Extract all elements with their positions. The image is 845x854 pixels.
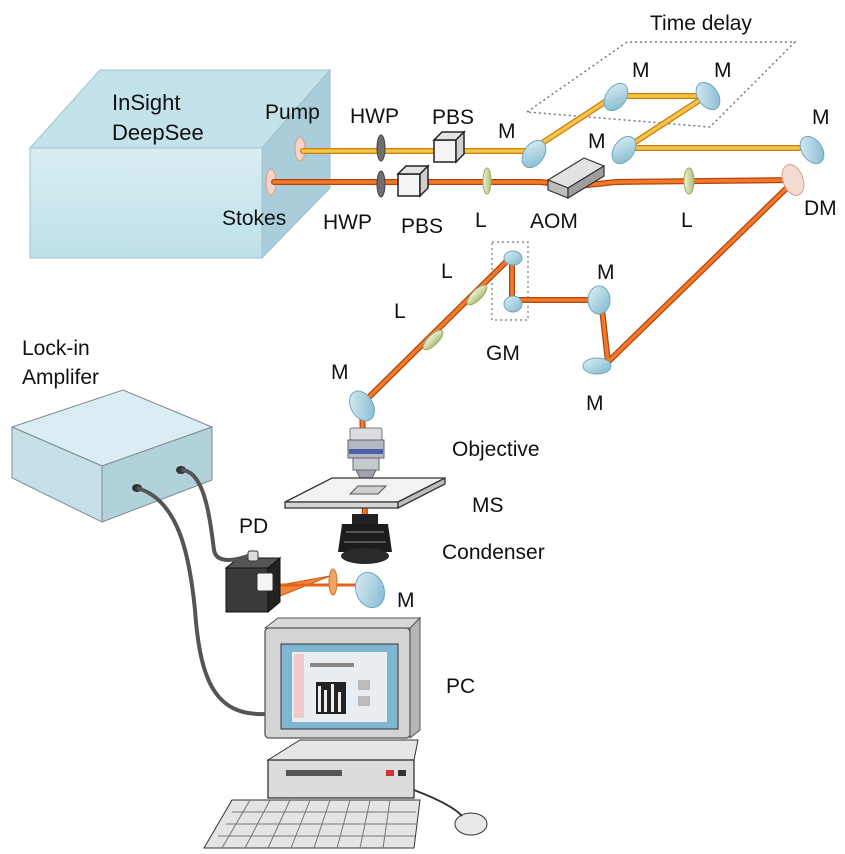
scan-lens-1 — [466, 284, 488, 306]
mirror-bottom-right — [582, 357, 612, 375]
laser-source: InSight DeepSee Pump Stokes — [28, 68, 332, 260]
pc — [203, 616, 488, 849]
microscope-stage — [284, 476, 446, 510]
mirror-delay-1 — [603, 82, 629, 112]
galvo-mirror-2 — [503, 295, 523, 313]
mirror-delay-in — [521, 139, 547, 169]
cable-pc — [136, 486, 266, 717]
gm-label: GM — [486, 342, 520, 365]
lens-1-label: L — [475, 209, 487, 232]
galvo-mirror-1 — [503, 250, 523, 266]
pbs-pump — [432, 130, 466, 164]
pump-beam — [300, 93, 811, 154]
lockin-label-line1: Lock-in — [22, 337, 90, 360]
time-delay-label: Time delay — [650, 12, 752, 35]
pd-lens — [328, 568, 338, 596]
mirror-delay-in-label: M — [498, 120, 516, 143]
mirror-delay-out-label: M — [588, 130, 606, 153]
galvo-box — [491, 241, 529, 321]
mirror-right — [799, 135, 825, 165]
lockin-label-line2: Amplifer — [22, 366, 99, 389]
source-name-line2: DeepSee — [112, 120, 204, 145]
scan-lens-2 — [422, 329, 444, 351]
cable-pd — [180, 468, 249, 562]
hwp-pump — [376, 134, 386, 162]
pbs-stokes-label: PBS — [401, 215, 443, 238]
mirror-pd-label: M — [397, 589, 415, 612]
stokes-label: Stokes — [222, 207, 286, 230]
mirror-pd — [354, 571, 386, 609]
lens-2-label: L — [681, 209, 693, 232]
lens-2 — [683, 167, 695, 195]
hwp-pump-label: HWP — [350, 105, 399, 128]
mirror-delay-2 — [695, 81, 721, 111]
objective — [347, 427, 385, 479]
lockin-amplifier — [10, 389, 214, 523]
condenser-label: Condenser — [442, 541, 545, 564]
mirror-delay-2-label: M — [714, 59, 732, 82]
mirror-objective — [349, 390, 375, 422]
mirror-objective-label: M — [331, 361, 349, 384]
mirror-lower-right — [587, 285, 611, 315]
mirror-delay-out — [611, 135, 637, 165]
dm-label: DM — [804, 197, 837, 220]
mirror-lower-right-label: M — [597, 261, 615, 284]
hwp-stokes — [376, 170, 386, 198]
pbs-pump-label: PBS — [432, 106, 474, 129]
time-delay-box — [524, 41, 797, 128]
hwp-stokes-label: HWP — [323, 211, 372, 234]
condenser — [338, 514, 392, 564]
dichroic-mirror — [781, 164, 805, 196]
scan-lens-2-label: L — [394, 300, 406, 323]
source-name-line1: InSight — [112, 90, 181, 115]
objective-label: Objective — [452, 438, 540, 461]
aom-label: AOM — [530, 210, 578, 233]
pump-label: Pump — [265, 101, 320, 124]
pd-label: PD — [239, 515, 268, 538]
photodiode — [224, 550, 282, 614]
pbs-stokes — [396, 164, 430, 198]
aom — [546, 157, 606, 200]
ms-label: MS — [472, 494, 504, 517]
lens-1 — [482, 167, 492, 195]
mirror-delay-1-label: M — [632, 59, 650, 82]
mirror-bottom-right-label: M — [586, 392, 604, 415]
mirror-right-label: M — [812, 106, 830, 129]
scan-lens-1-label: L — [441, 260, 453, 283]
pc-label: PC — [446, 675, 475, 698]
